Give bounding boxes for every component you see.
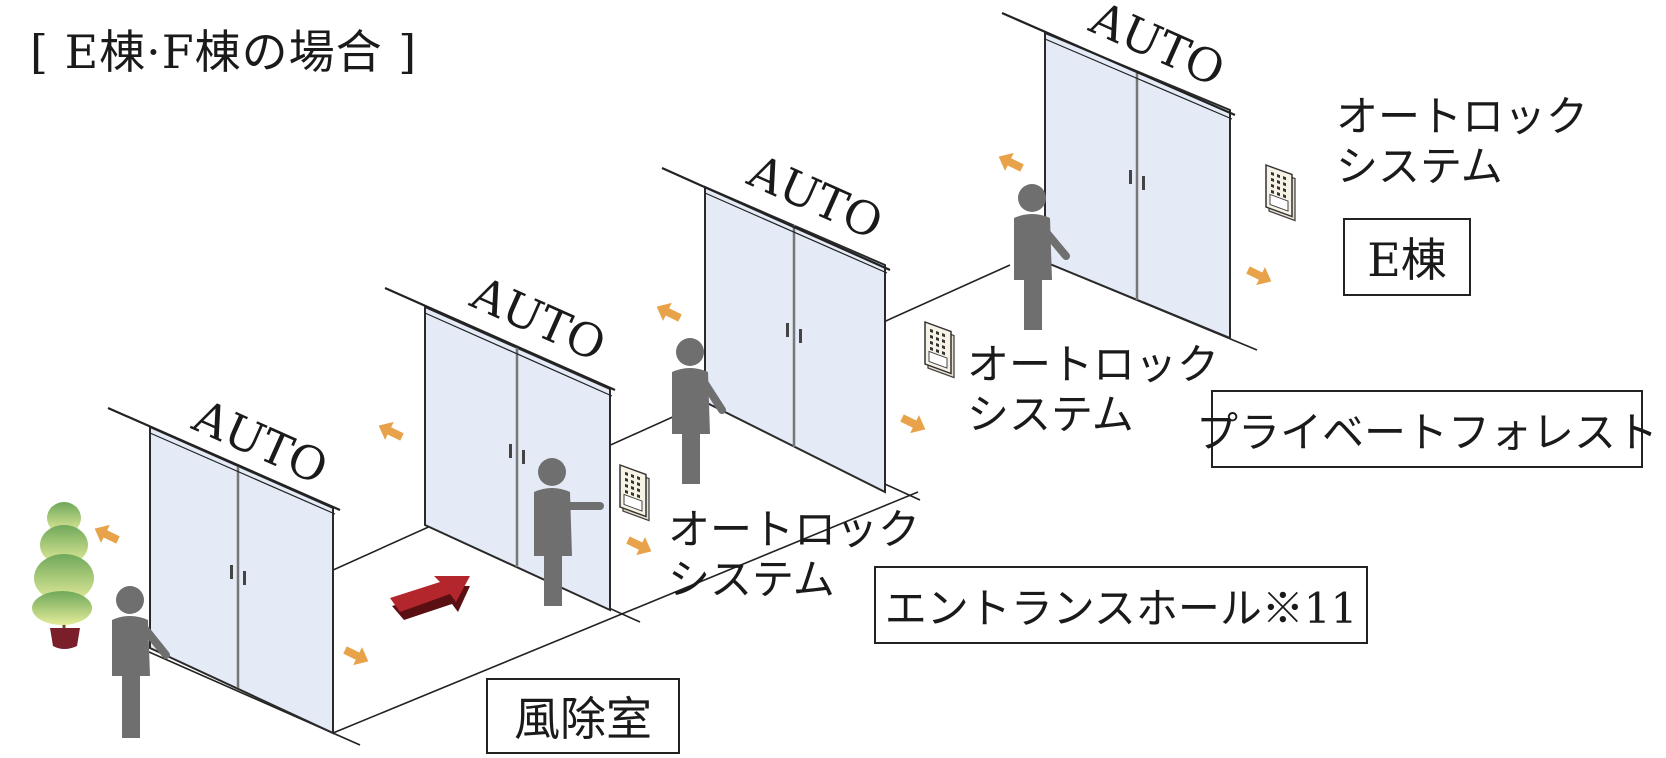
keypad-icon: [1265, 163, 1296, 222]
keypad-icon: [924, 320, 955, 379]
tree-foliage: [40, 525, 88, 565]
auto-door-1: AUTO: [107, 388, 341, 735]
person-icon: [534, 458, 604, 606]
keypad-icon: [619, 463, 650, 522]
door-header: [1044, 38, 1233, 120]
orange-arrows: [94, 152, 1272, 666]
person-icon: [112, 586, 170, 738]
autolock-label-2: オートロック システム: [967, 340, 1220, 439]
tree-pot: [50, 628, 80, 649]
area-label-private: プライベートフォレスト: [1196, 390, 1658, 468]
corridor-line: [332, 491, 919, 734]
arrow-in-icon: [626, 536, 652, 556]
arrow-out-icon: [378, 421, 404, 441]
door-handle: [799, 329, 802, 343]
door-header: [1001, 11, 1236, 117]
door-handle: [230, 565, 233, 579]
person-icon: [1014, 184, 1070, 330]
door-handle: [1142, 176, 1145, 190]
auto-door-4: AUTO: [1001, 0, 1236, 340]
arrow-in-icon: [900, 414, 926, 434]
area-label-entrance: エントランスホール※11: [874, 566, 1368, 644]
arrow-out-icon: [998, 152, 1024, 172]
keypads: [619, 163, 1296, 522]
door-handle: [786, 323, 789, 337]
tree-foliage: [34, 554, 94, 602]
tree-icon: [32, 502, 94, 649]
tree-foliage: [32, 591, 92, 625]
main-direction-arrow-icon: [390, 576, 470, 620]
person-icon: [672, 338, 726, 484]
door-handle: [509, 444, 512, 458]
door-header: [424, 312, 613, 397]
door-handle: [1129, 170, 1132, 184]
door-handle: [522, 450, 525, 464]
door-header: [704, 192, 888, 274]
door-header: [149, 432, 336, 515]
area-label-building: E棟: [1343, 218, 1471, 296]
arrow-in-icon: [1246, 266, 1272, 286]
tree-foliage: [47, 502, 81, 534]
page-title: [ E棟·F棟の場合 ]: [30, 25, 418, 79]
people: [112, 184, 1070, 738]
arrow-out-icon: [94, 524, 120, 544]
door-handle: [243, 571, 246, 585]
arrow-out-icon: [656, 302, 682, 322]
autolock-label-1: オートロック システム: [668, 505, 921, 604]
auto-door-3: AUTO: [661, 143, 891, 494]
door-header: [661, 166, 891, 272]
door-header: [384, 286, 616, 392]
area-label-windbreak: 風除室: [486, 678, 680, 754]
autolock-label-3: オートロック システム: [1336, 92, 1589, 191]
door-header: [107, 406, 341, 512]
arrow-body: [390, 576, 470, 612]
arrow-in-icon: [343, 646, 369, 666]
auto-door-2: AUTO: [384, 265, 616, 612]
